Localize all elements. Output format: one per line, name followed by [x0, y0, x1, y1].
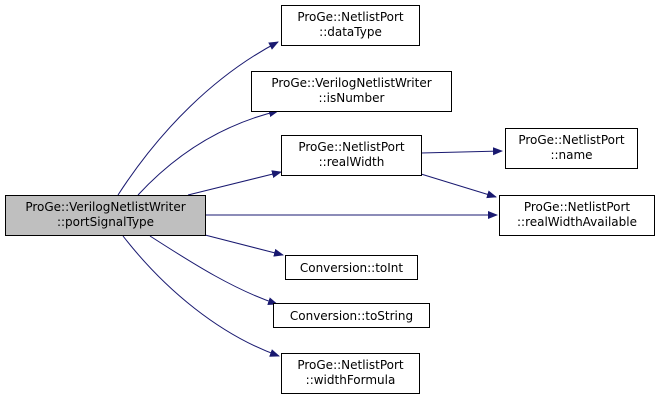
node-toInt[interactable]: Conversion::toInt [285, 255, 418, 280]
node-widthFormula[interactable]: ProGe::NetlistPort ::widthFormula [281, 353, 420, 394]
node-realWidthAvailable-line2: ::realWidthAvailable [517, 215, 637, 229]
edge-realWidth-to-realWidthAvailable [420, 173, 497, 199]
node-portSignalType-line1: ProGe::VerilogNetlistWriter [25, 200, 185, 214]
edge-portSignalType-to-toInt [204, 234, 284, 257]
node-name[interactable]: ProGe::NetlistPort ::name [505, 128, 638, 169]
node-realWidth-line2: ::realWidth [319, 155, 385, 169]
node-dataType[interactable]: ProGe::NetlistPort ::dataType [281, 5, 420, 46]
node-dataType-line2: ::dataType [319, 25, 382, 39]
node-realWidth-line1: ProGe::NetlistPort [298, 140, 405, 154]
edge-portSignalType-to-dataType [117, 41, 279, 196]
node-toString[interactable]: Conversion::toString [273, 303, 430, 328]
node-isNumber-line1: ProGe::VerilogNetlistWriter [271, 76, 431, 90]
node-name-line2: ::name [550, 148, 592, 162]
node-toString-line1: Conversion::toString [290, 309, 413, 323]
edge-portSignalType-to-widthFormula [122, 235, 280, 357]
node-portSignalType-line2: ::portSignalType [57, 215, 154, 229]
node-realWidthAvailable[interactable]: ProGe::NetlistPort ::realWidthAvailable [499, 195, 655, 236]
edge-portSignalType-to-realWidth [187, 170, 282, 196]
edge-portSignalType-to-isNumber [137, 109, 279, 196]
node-realWidthAvailable-line1: ProGe::NetlistPort [524, 200, 631, 214]
edge-portSignalType-to-toString [149, 235, 278, 305]
node-name-line1: ProGe::NetlistPort [518, 133, 625, 147]
node-realWidth[interactable]: ProGe::NetlistPort ::realWidth [281, 135, 422, 176]
node-isNumber-line2: ::isNumber [319, 91, 385, 105]
node-dataType-line1: ProGe::NetlistPort [297, 10, 404, 24]
node-widthFormula-line1: ProGe::NetlistPort [297, 358, 404, 372]
node-portSignalType[interactable]: ProGe::VerilogNetlistWriter ::portSignal… [5, 195, 206, 236]
node-toInt-line1: Conversion::toInt [300, 261, 404, 275]
node-widthFormula-line2: ::widthFormula [306, 373, 396, 387]
edge-realWidth-to-name [420, 147, 503, 156]
node-isNumber[interactable]: ProGe::VerilogNetlistWriter ::isNumber [251, 71, 452, 112]
